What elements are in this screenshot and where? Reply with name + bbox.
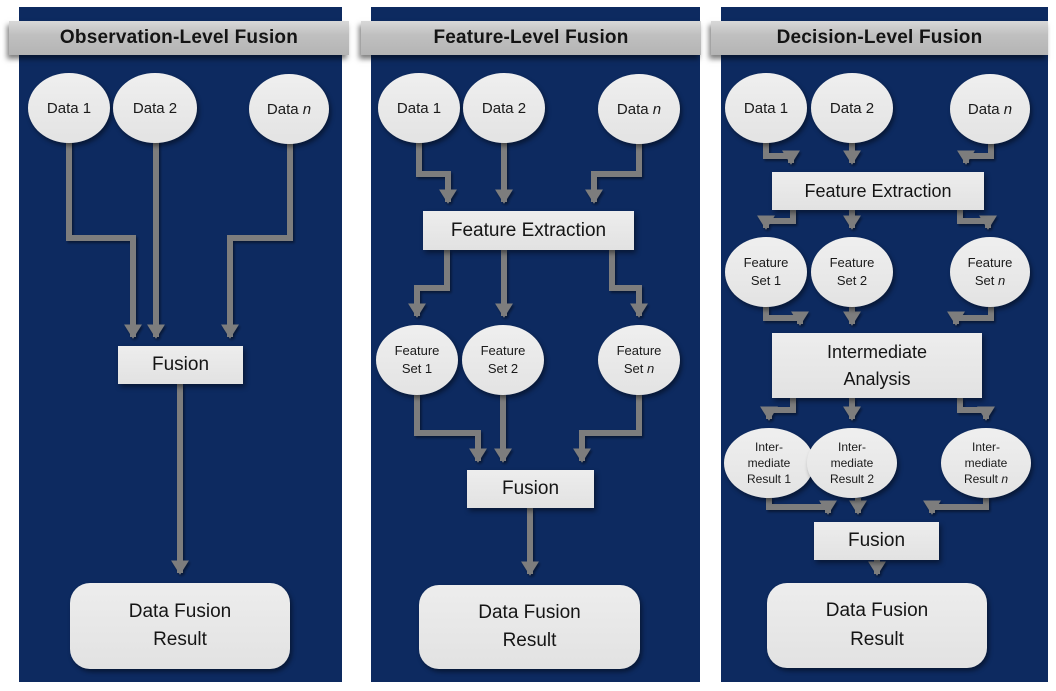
- data-1-label: Data 1: [743, 99, 789, 117]
- data-2-label: Data 2: [481, 99, 527, 117]
- arrow-connector: [957, 398, 995, 421]
- fusion-box: Fusion: [467, 470, 594, 508]
- feature-extraction-box: Feature Extraction: [423, 211, 634, 250]
- panel-title-feature: Feature-Level Fusion: [361, 21, 701, 55]
- intermediate-result-n-node: Inter- mediate Result n: [941, 428, 1031, 498]
- data-n-label: Data n: [616, 100, 662, 118]
- data-n-label: Data n: [967, 100, 1013, 118]
- feature-extraction-label: Feature Extraction: [450, 219, 607, 241]
- data-n-label: Data n: [266, 100, 312, 118]
- feature-set-1-label: Feature Set 1: [394, 342, 440, 376]
- fusion-box: Fusion: [814, 522, 939, 560]
- data-fusion-result-box: Data Fusion Result: [70, 583, 290, 669]
- arrow-connector: [585, 142, 642, 204]
- intermediate-result-n-label: Inter- mediate Result n: [963, 439, 1009, 487]
- arrow-connector: [609, 250, 648, 318]
- panel-title-decision: Decision-Level Fusion: [711, 21, 1048, 55]
- data-1-node: Data 1: [28, 73, 110, 143]
- feature-set-1-label: Feature Set 1: [743, 254, 789, 288]
- data-2-label: Data 2: [132, 99, 178, 117]
- feature-extraction-label: Feature Extraction: [804, 180, 952, 201]
- result-line: Result: [850, 628, 904, 650]
- intermediate-result-1-label: Inter- mediate Result 1: [746, 439, 792, 487]
- arrow-connector: [573, 395, 642, 463]
- intermediate-analysis-box: Intermediate Analysis: [772, 333, 982, 398]
- arrow-connector: [763, 307, 809, 326]
- data-1-label: Data 1: [46, 99, 92, 117]
- data-fusion-result-box: Data Fusion Result: [767, 583, 987, 668]
- feature-set-n-label: Feature Set n: [967, 254, 1013, 288]
- feature-set-1-node: Feature Set 1: [376, 325, 458, 395]
- intermediate-analysis-line: Intermediate: [826, 341, 928, 362]
- data-n-node: Data n: [249, 74, 329, 144]
- arrow-connector: [221, 142, 293, 339]
- feature-set-n-node: Feature Set n: [598, 325, 680, 395]
- data-2-node: Data 2: [811, 73, 893, 143]
- feature-set-2-node: Feature Set 2: [462, 325, 544, 395]
- feature-set-2-node: Feature Set 2: [811, 237, 893, 307]
- data-n-node: Data n: [950, 74, 1030, 144]
- result-line: Result: [502, 630, 557, 651]
- feature-set-2-label: Feature Set 2: [480, 342, 526, 376]
- observation-panel-connectors: [66, 141, 293, 575]
- arrow-connector: [66, 141, 142, 339]
- data-1-label: Data 1: [396, 99, 442, 117]
- feature-panel-connectors: [408, 141, 648, 576]
- feature-set-1-node: Feature Set 1: [725, 237, 807, 307]
- data-1-node: Data 1: [378, 73, 460, 143]
- fusion-label: Fusion: [847, 530, 906, 551]
- data-n-node: Data n: [598, 74, 680, 144]
- arrow-connector: [957, 210, 997, 230]
- decision-panel-connectors: [757, 141, 997, 576]
- arrow-connector: [766, 498, 837, 515]
- arrow-connector: [947, 307, 994, 326]
- data-2-node: Data 2: [113, 73, 197, 143]
- fusion-box: Fusion: [118, 346, 243, 384]
- arrow-connector: [757, 210, 796, 230]
- panel-title-observation: Observation-Level Fusion: [9, 21, 349, 55]
- feature-extraction-box: Feature Extraction: [772, 172, 984, 210]
- panel-title-text: Feature-Level Fusion: [433, 27, 629, 48]
- result-line: Data Fusion: [825, 600, 929, 621]
- feature-set-2-label: Feature Set 2: [829, 254, 875, 288]
- feature-set-n-label: Feature Set n: [616, 342, 662, 376]
- intermediate-analysis-line: Analysis: [843, 368, 911, 389]
- result-line: Data Fusion: [478, 601, 581, 623]
- arrow-connector: [923, 498, 989, 515]
- arrow-connector: [957, 142, 994, 165]
- arrow-connector: [760, 398, 796, 421]
- arrow-connector: [414, 395, 487, 463]
- arrow-connector: [416, 141, 457, 204]
- intermediate-result-2-label: Inter- mediate Result 2: [829, 439, 875, 487]
- panel-title-text: Decision-Level Fusion: [776, 27, 983, 48]
- arrow-connector: [408, 250, 450, 318]
- data-2-node: Data 2: [463, 73, 545, 143]
- fusion-label: Fusion: [501, 478, 560, 499]
- fusion-label: Fusion: [151, 354, 210, 375]
- result-line: Data Fusion: [128, 600, 232, 622]
- result-line: Result: [153, 629, 207, 650]
- arrow-connector: [763, 141, 800, 165]
- intermediate-result-2-node: Inter- mediate Result 2: [807, 428, 897, 498]
- panel-title-text: Observation-Level Fusion: [59, 27, 299, 48]
- data-1-node: Data 1: [725, 73, 807, 143]
- data-fusion-result-box: Data Fusion Result: [419, 585, 640, 669]
- data-2-label: Data 2: [829, 99, 875, 117]
- feature-set-n-node: Feature Set n: [950, 237, 1030, 307]
- intermediate-result-1-node: Inter- mediate Result 1: [724, 428, 814, 498]
